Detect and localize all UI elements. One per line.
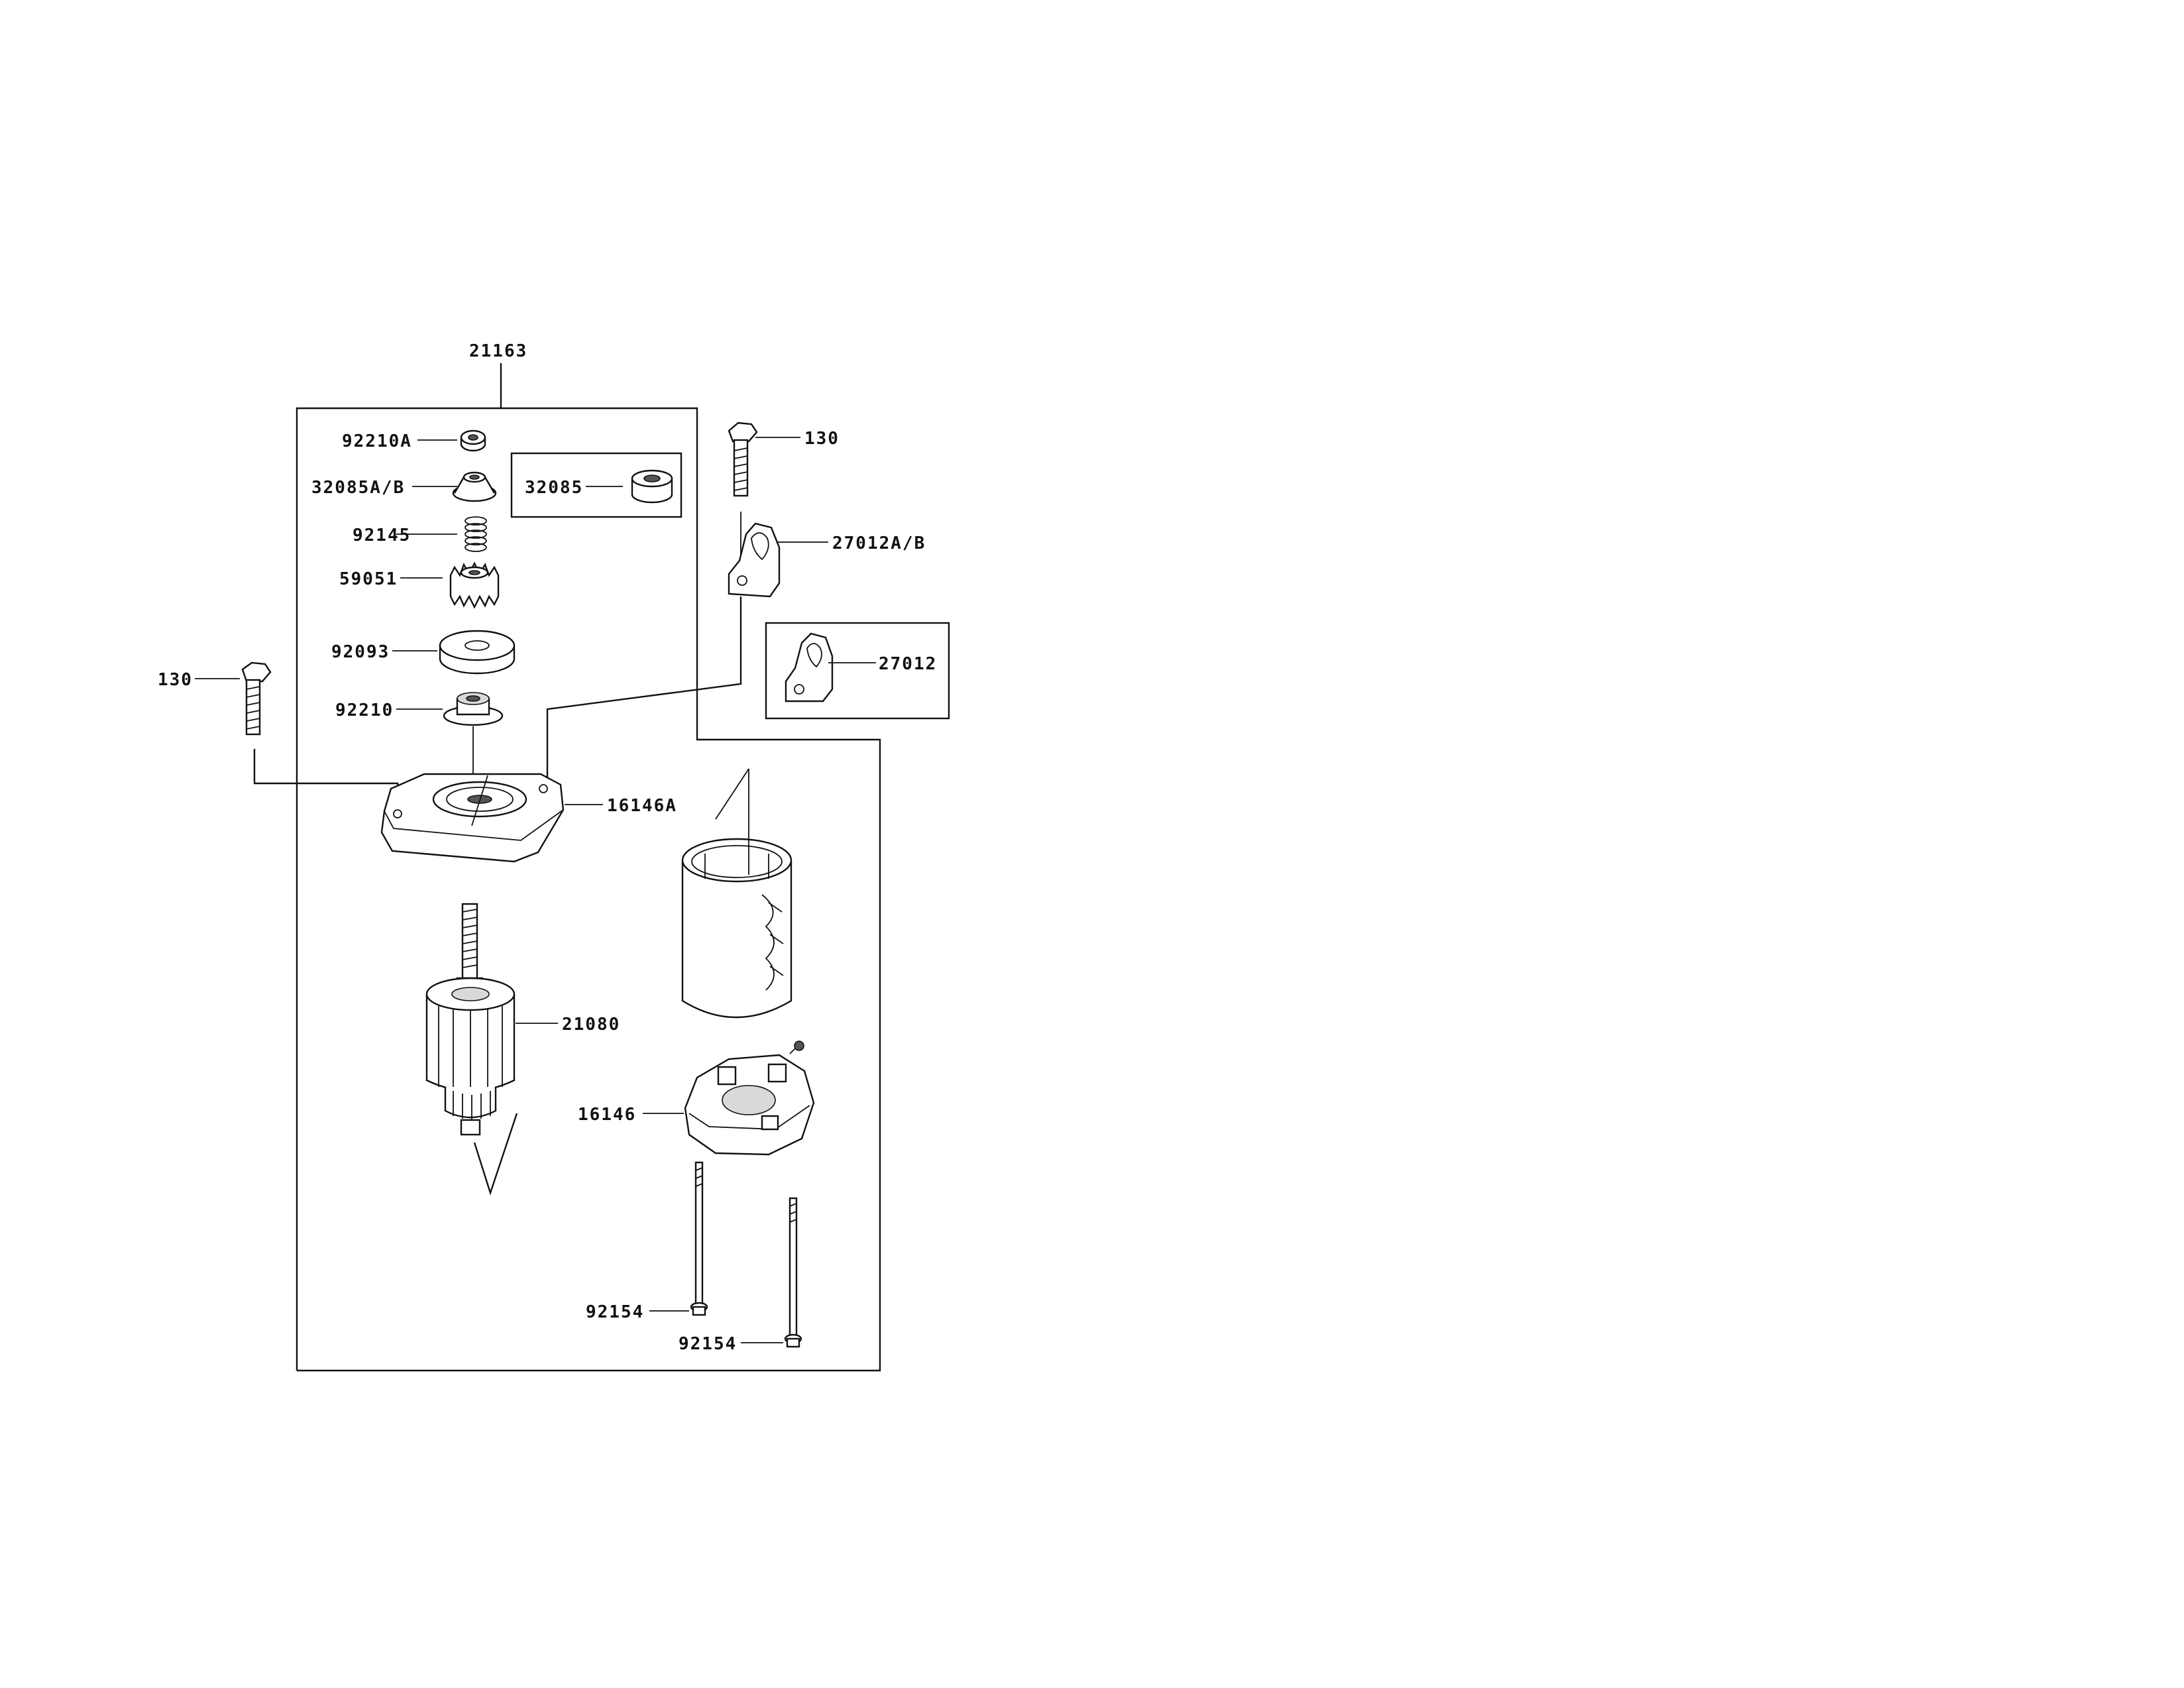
label-16146a: 16146A: [607, 796, 677, 816]
label-130-right: 130: [804, 429, 840, 449]
label-21080: 21080: [562, 1015, 620, 1035]
label-27012: 27012: [879, 654, 937, 674]
armature-21080: [425, 903, 558, 1196]
label-27012ab: 27012A/B: [832, 534, 926, 553]
label-92093: 92093: [331, 642, 390, 662]
alt-box-32085: [510, 452, 682, 518]
label-130-left: 130: [158, 670, 193, 690]
collar-32085ab: [412, 471, 497, 502]
label-59051: 59051: [339, 569, 398, 589]
nut-92210a: [417, 429, 486, 452]
label-92210a: 92210A: [342, 431, 412, 451]
label-32085ab: 32085A/B: [311, 478, 405, 498]
yoke-housing: [681, 768, 792, 1019]
label-92154-b: 92154: [679, 1334, 737, 1354]
alt-box-27012: [765, 622, 950, 720]
pinion-59051: [400, 561, 500, 609]
label-21163: 21163: [469, 341, 527, 361]
through-bolt-92154-b: [741, 1197, 802, 1348]
bracket-27012ab: [546, 522, 828, 793]
assembly-frame: [296, 363, 881, 1372]
spring-92145: [396, 516, 487, 552]
washer-92093: [392, 630, 516, 675]
brush-holder-16146: [643, 1041, 815, 1156]
front-cover-16146a: [380, 773, 603, 863]
label-32085: 32085: [525, 478, 583, 498]
label-92145: 92145: [353, 526, 411, 545]
label-92154-a: 92154: [586, 1302, 644, 1322]
label-16146: 16146: [578, 1105, 636, 1125]
through-bolt-92154-a: [649, 1161, 708, 1316]
bolt-130-right: [728, 422, 800, 570]
bolt-130-left: [195, 661, 404, 813]
part-labels: 21163 92210A 32085A/B 32085 92145 59051 …: [158, 341, 937, 1354]
stop-collar-92210: [396, 692, 504, 775]
label-92210: 92210: [335, 701, 394, 720]
